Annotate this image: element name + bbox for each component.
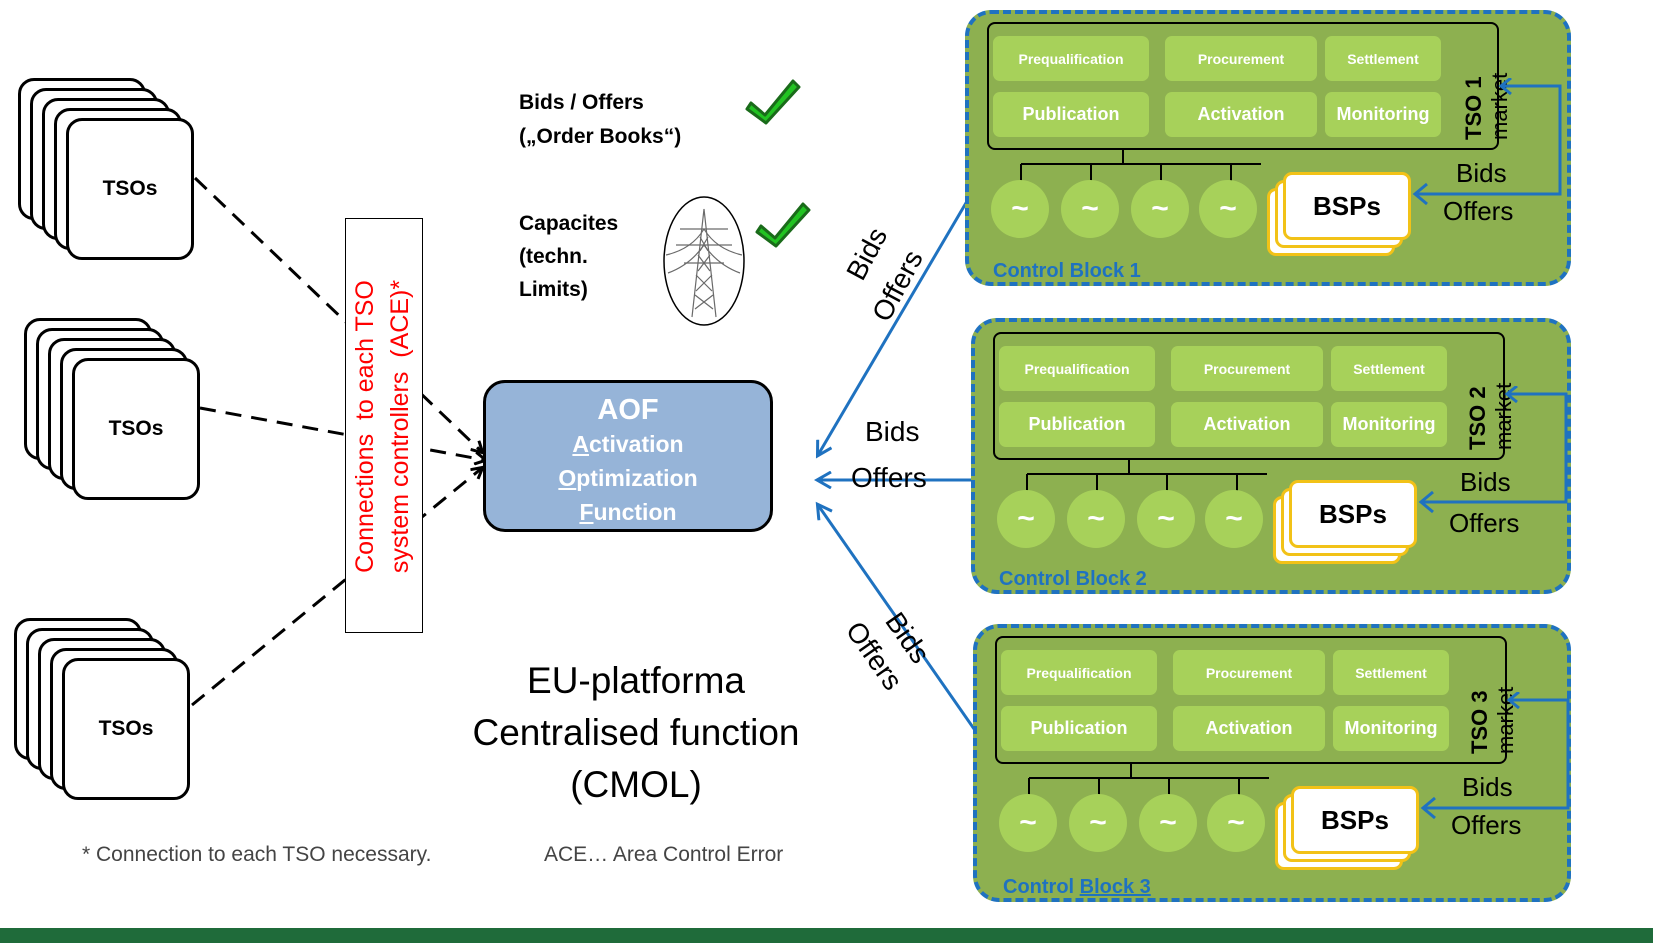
generator-icon: ~ xyxy=(1139,794,1197,852)
arrow-label-bids-cb2: Bids xyxy=(865,416,920,447)
control-block-3: Prequalification Procurement Settlement … xyxy=(973,624,1571,902)
bsp-label: BSPs xyxy=(1321,804,1389,835)
function-procurement: Procurement xyxy=(1173,650,1325,695)
generator-icon: ~ xyxy=(1207,794,1265,852)
platform-caption: EU-platforma Centralised function (CMOL) xyxy=(436,655,836,811)
aof-line-2: Optimization xyxy=(558,465,698,491)
function-settlement: Settlement xyxy=(1333,650,1449,695)
generator-icon: ~ xyxy=(999,794,1057,852)
checklist-cap-line1: Capacites xyxy=(519,212,619,235)
generator-icon: ~ xyxy=(1069,794,1127,852)
generator-icon: ~ xyxy=(997,490,1055,548)
function-activation: Activation xyxy=(1165,92,1317,137)
aof-line-3: Function xyxy=(579,499,677,525)
function-procurement: Procurement xyxy=(1171,346,1323,391)
function-monitoring: Monitoring xyxy=(1325,92,1441,137)
function-monitoring: Monitoring xyxy=(1331,402,1447,447)
feedback-arrow xyxy=(1418,386,1568,514)
generator-icon: ~ xyxy=(991,180,1049,238)
tso-card: TSOs xyxy=(62,658,190,800)
tso-label: TSOs xyxy=(108,417,164,440)
tso-card: TSOs xyxy=(72,358,200,500)
function-settlement: Settlement xyxy=(1325,36,1441,81)
dashed-connection-tso1 xyxy=(193,176,482,452)
tso-label: TSOs xyxy=(102,177,158,200)
checklist-capacities: Capacites (techn. Limits) xyxy=(519,207,618,306)
arrow-label-offers-cb2: Offers xyxy=(851,462,927,493)
generator-tree-lines xyxy=(1028,764,1269,804)
tso-market-box xyxy=(987,22,1499,150)
checklist-bids-line1: Bids / Offers xyxy=(519,91,644,114)
connections-line-1: Connections to each TSO xyxy=(351,280,379,573)
checklist-cap-line3: Limits) xyxy=(519,278,588,301)
function-settlement: Settlement xyxy=(1331,346,1447,391)
bsp-bids-label: Bids xyxy=(1460,467,1511,497)
function-publication: Publication xyxy=(999,402,1155,447)
aof-title: AOF xyxy=(597,394,659,426)
bsp-bids-label: Bids xyxy=(1456,158,1507,188)
generator-icon: ~ xyxy=(1199,180,1257,238)
generator-icon: ~ xyxy=(1067,490,1125,548)
generator-tree-lines xyxy=(1020,150,1261,190)
feedback-arrow xyxy=(1412,78,1562,206)
generator-icon: ~ xyxy=(1131,180,1189,238)
checklist-bids: Bids / Offers („Order Books“) xyxy=(519,86,681,154)
generator-icon: ~ xyxy=(1205,490,1263,548)
control-block-label: Control Block 2 xyxy=(999,568,1147,590)
bsp-offers-label: Offers xyxy=(1443,196,1514,226)
checkmark-icon xyxy=(755,202,811,248)
tso-label: TSOs xyxy=(98,717,154,740)
control-block-1: Prequalification Procurement Settlement … xyxy=(965,10,1571,286)
connections-line-2: system controllers (ACE)* xyxy=(386,279,414,574)
dashed-connection-tso2 xyxy=(199,406,485,460)
checkmark-icon xyxy=(745,79,801,125)
bsp-card: BSPs xyxy=(1289,480,1417,548)
generator-tree-lines xyxy=(1026,460,1267,500)
tso-market-box xyxy=(995,636,1507,764)
tso-card: TSOs xyxy=(66,118,194,260)
bsp-offers-label: Offers xyxy=(1449,508,1520,538)
aof-box: AOF Activation Optimization Function xyxy=(483,380,773,532)
platform-line-3: (CMOL) xyxy=(570,764,702,805)
bsp-card: BSPs xyxy=(1283,172,1411,240)
function-prequalification: Prequalification xyxy=(993,36,1149,81)
bsp-label: BSPs xyxy=(1313,190,1381,221)
function-activation: Activation xyxy=(1173,706,1325,751)
function-prequalification: Prequalification xyxy=(999,346,1155,391)
control-block-2: Prequalification Procurement Settlement … xyxy=(971,318,1571,594)
footnote-right: ACE… Area Control Error xyxy=(544,843,784,866)
function-publication: Publication xyxy=(1001,706,1157,751)
checklist-bids-line2: („Order Books“) xyxy=(519,125,682,148)
function-activation: Activation xyxy=(1171,402,1323,447)
bsp-bids-label: Bids xyxy=(1462,772,1513,802)
footnote-left: * Connection to each TSO necessary. xyxy=(82,843,432,866)
bsp-offers-label: Offers xyxy=(1451,810,1522,840)
feedback-arrow xyxy=(1420,692,1570,820)
transmission-tower-icon xyxy=(663,196,745,326)
control-block-label: Control Block 3 xyxy=(1003,876,1151,898)
aof-line-1: Activation xyxy=(572,431,684,457)
checklist-cap-line2: (techn. xyxy=(519,245,588,268)
tso-market-box xyxy=(993,332,1505,460)
connections-box: Connections to each TSO system controlle… xyxy=(345,218,423,633)
bsp-card: BSPs xyxy=(1291,786,1419,854)
generator-icon: ~ xyxy=(1061,180,1119,238)
function-prequalification: Prequalification xyxy=(1001,650,1157,695)
platform-line-1: EU-platforma xyxy=(527,660,745,701)
control-block-label: Control Block 1 xyxy=(993,260,1141,282)
bsp-label: BSPs xyxy=(1319,498,1387,529)
footer-bar xyxy=(0,928,1653,943)
function-procurement: Procurement xyxy=(1165,36,1317,81)
function-monitoring: Monitoring xyxy=(1333,706,1449,751)
function-publication: Publication xyxy=(993,92,1149,137)
platform-line-2: Centralised function xyxy=(472,712,800,753)
generator-icon: ~ xyxy=(1137,490,1195,548)
dashed-connection-tso3 xyxy=(191,468,482,707)
